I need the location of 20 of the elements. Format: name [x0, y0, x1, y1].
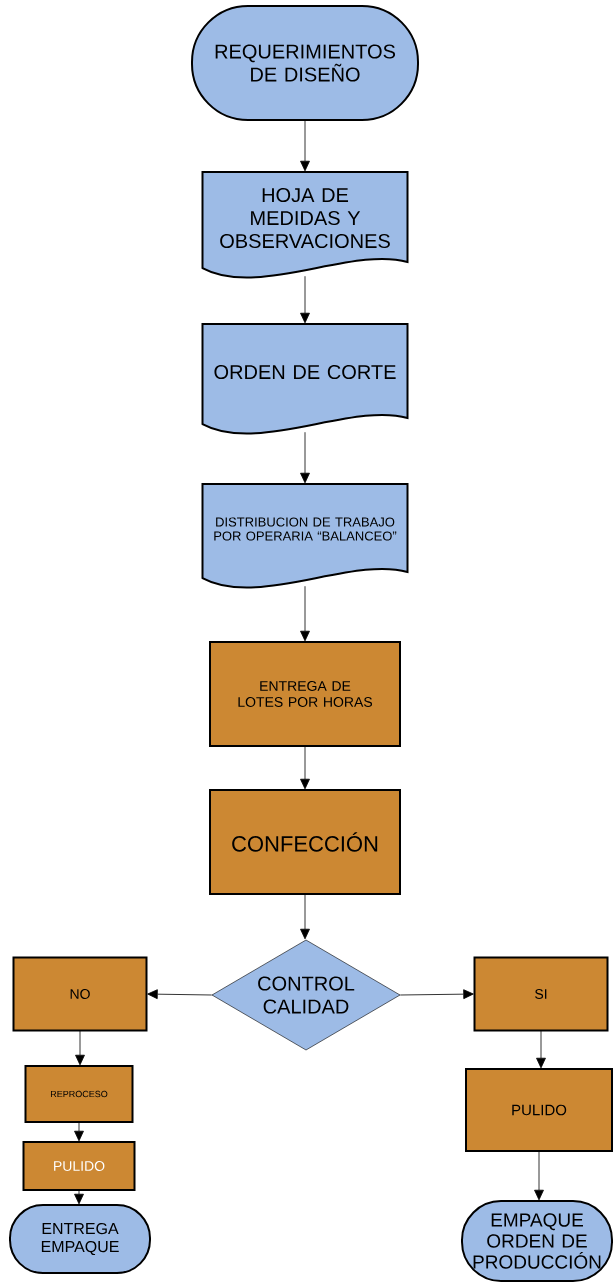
arrow — [534, 1150, 544, 1201]
arrow — [300, 745, 310, 790]
arrow — [300, 119, 310, 172]
process-box: PULIDO — [22, 1141, 136, 1191]
arrow — [75, 1030, 85, 1066]
process-box: CONFECCIÓN — [209, 789, 401, 895]
process-box: PULIDO — [465, 1068, 613, 1152]
arrow — [300, 585, 310, 642]
arrow — [74, 1121, 84, 1142]
process-box: NO — [12, 956, 148, 1032]
process-box: SI — [473, 956, 609, 1032]
arrow — [74, 1189, 84, 1205]
process-box: ENTREGA DE LOTES POR HORAS — [209, 641, 401, 747]
process-box: REPROCESO — [24, 1065, 134, 1123]
arrow — [300, 893, 310, 940]
arrow — [536, 1030, 546, 1069]
arrow — [147, 989, 213, 1000]
arrow — [399, 989, 474, 1000]
arrow — [300, 275, 310, 324]
arrow — [300, 431, 310, 484]
